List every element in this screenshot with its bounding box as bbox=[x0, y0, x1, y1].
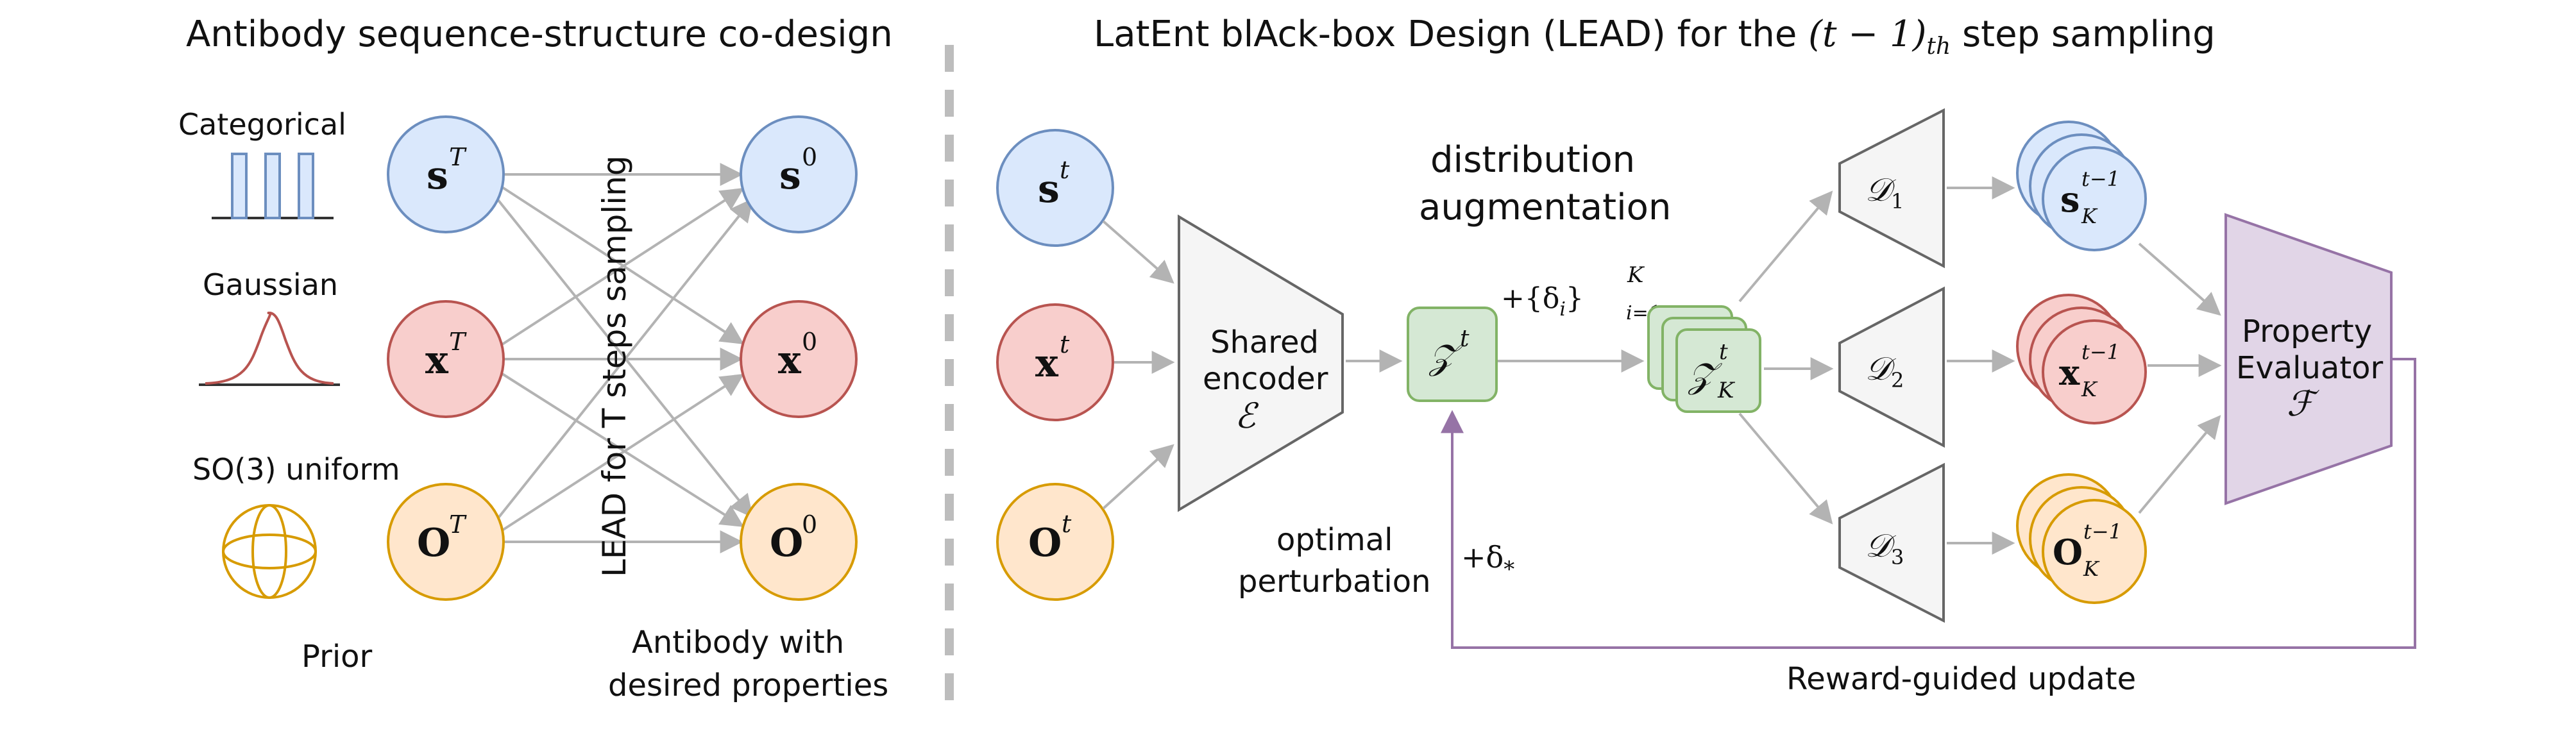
svg-text:O: O bbox=[2053, 532, 2083, 573]
reward-label: Reward-guided update bbox=[1786, 661, 2136, 697]
svg-text:ℰ: ℰ bbox=[1235, 396, 1259, 436]
decoder-output-edges bbox=[1947, 176, 2015, 555]
prior-node-x: x T bbox=[387, 300, 505, 418]
delta-star-label: +δ* bbox=[1461, 540, 1514, 582]
decoder-3: 𝒟 3 bbox=[1838, 462, 1945, 623]
svg-text:0: 0 bbox=[802, 510, 817, 539]
output-stack-o: O t−1 K bbox=[2016, 473, 2147, 604]
svg-text:t: t bbox=[1060, 330, 1070, 358]
augmentation-line1: distribution bbox=[1430, 139, 1635, 181]
svg-text:K: K bbox=[1717, 378, 1736, 403]
svg-text:Property: Property bbox=[2242, 314, 2372, 349]
svg-text:K: K bbox=[2081, 204, 2098, 228]
svg-text:s: s bbox=[1038, 167, 1060, 212]
prior-node-o: O T bbox=[387, 483, 505, 601]
svg-text:T: T bbox=[449, 143, 467, 171]
output-caption-line2: desired properties bbox=[608, 668, 888, 703]
svg-text:s: s bbox=[2060, 179, 2080, 220]
svg-text:s: s bbox=[427, 153, 448, 198]
gaussian-label: Gaussian bbox=[203, 267, 338, 302]
output-caption-line1: Antibody with bbox=[632, 625, 844, 660]
input-node-s: s t bbox=[996, 129, 1114, 247]
svg-text:Evaluator: Evaluator bbox=[2236, 350, 2384, 386]
svg-text:t: t bbox=[1060, 156, 1070, 184]
svg-text:0: 0 bbox=[802, 143, 817, 171]
decoder-2: 𝒟 2 bbox=[1838, 286, 1945, 448]
sampling-vertical-label: LEAD for T steps sampling bbox=[596, 155, 633, 577]
svg-text:t−1: t−1 bbox=[2081, 340, 2120, 364]
svg-text:x: x bbox=[2059, 352, 2080, 393]
svg-text:encoder: encoder bbox=[1203, 361, 1328, 397]
reward-feedback-edge bbox=[1441, 358, 2416, 649]
sampling-edges bbox=[496, 163, 754, 553]
svg-text:x: x bbox=[778, 338, 802, 383]
svg-text:t: t bbox=[1460, 326, 1470, 352]
prior-caption: Prior bbox=[301, 639, 373, 675]
svg-text:K: K bbox=[2083, 557, 2100, 581]
left-panel-title: Antibody sequence-structure co-design bbox=[186, 13, 893, 55]
optimal-line2: perturbation bbox=[1238, 564, 1431, 600]
svg-text:x: x bbox=[1035, 341, 1059, 386]
svg-text:t−1: t−1 bbox=[2081, 167, 2120, 191]
svg-text:T: T bbox=[449, 328, 467, 356]
decoder-input-edges bbox=[1738, 190, 1834, 525]
latent-node: 𝒵 t bbox=[1407, 307, 1498, 402]
svg-text:K: K bbox=[2081, 377, 2098, 401]
delta-set-label: +{δi} bbox=[1501, 282, 1584, 321]
property-evaluator: Property Evaluator ℱ bbox=[2224, 213, 2393, 505]
evaluator-input-edges bbox=[2138, 242, 2222, 514]
svg-text:O: O bbox=[1028, 521, 1062, 566]
svg-text:Shared: Shared bbox=[1210, 324, 1319, 360]
latent-k-stack: 𝒵 t K bbox=[1647, 305, 1761, 413]
svg-text:T: T bbox=[449, 510, 467, 539]
svg-text:x: x bbox=[425, 338, 449, 383]
svg-text:0: 0 bbox=[802, 328, 817, 356]
output-node-o: O 0 bbox=[740, 483, 858, 601]
decoder-1: 𝒟 1 bbox=[1838, 108, 1945, 269]
prior-node-s: s T bbox=[387, 115, 505, 233]
right-panel-title: LatEnt blAck-box Design (LEAD) for the (… bbox=[1094, 13, 2216, 60]
svg-text:O: O bbox=[417, 521, 450, 566]
delta-set-sup: K bbox=[1627, 262, 1645, 288]
sphere-icon bbox=[222, 504, 317, 599]
output-node-x: x 0 bbox=[740, 300, 858, 418]
svg-text:t−1: t−1 bbox=[2083, 519, 2122, 544]
input-node-x: x t bbox=[996, 303, 1114, 421]
svg-text:t: t bbox=[1719, 339, 1728, 365]
svg-text:s: s bbox=[779, 153, 801, 198]
augmentation-line2: augmentation bbox=[1419, 187, 1671, 228]
categorical-label: Categorical bbox=[178, 107, 346, 142]
output-stack-x: x t−1 K bbox=[2016, 294, 2147, 424]
so3-label: SO(3) uniform bbox=[192, 452, 400, 487]
optimal-line1: optimal bbox=[1276, 522, 1393, 558]
output-stack-s: s t−1 K bbox=[2016, 121, 2147, 251]
shared-encoder: Shared encoder ℰ bbox=[1178, 214, 1344, 512]
svg-text:O: O bbox=[770, 521, 803, 566]
encoder-input-edges bbox=[1102, 220, 1175, 510]
svg-text:1: 1 bbox=[1891, 189, 1904, 214]
output-node-s: s 0 bbox=[740, 115, 858, 233]
svg-text:2: 2 bbox=[1891, 368, 1904, 392]
categorical-icon bbox=[212, 153, 334, 219]
gaussian-icon bbox=[199, 312, 340, 386]
svg-text:3: 3 bbox=[1891, 545, 1904, 569]
svg-text:t: t bbox=[1062, 510, 1072, 538]
input-node-o: O t bbox=[996, 483, 1114, 601]
